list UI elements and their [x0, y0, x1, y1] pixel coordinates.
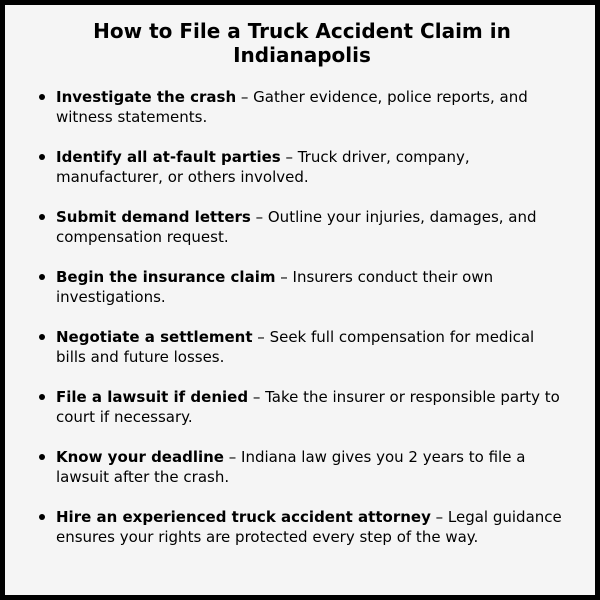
step-description: – Truck driver, company, manufacturer, o…	[56, 148, 470, 186]
step-description: – Seek full compensation for medical bil…	[56, 328, 535, 366]
step-title: Begin the insurance claim	[56, 268, 276, 286]
list-item: Know your deadline – Indiana law gives y…	[39, 447, 565, 487]
step-description: – Outline your injuries, damages, and co…	[56, 208, 537, 246]
step-description: – Take the insurer or responsible party …	[56, 388, 560, 426]
step-title: Investigate the crash	[56, 88, 237, 106]
step-title: Submit demand letters	[56, 208, 251, 226]
step-description: – Indiana law gives you 2 years to file …	[56, 448, 526, 486]
step-description: – Legal guidance ensures your rights are…	[56, 508, 562, 546]
step-title: Know your deadline	[56, 448, 224, 466]
list-item: Investigate the crash – Gather evidence,…	[39, 87, 565, 127]
page-title: How to File a Truck Accident Claim in In…	[93, 19, 511, 67]
step-title: Hire an experienced truck accident attor…	[56, 508, 431, 526]
list-item: Submit demand letters – Outline your inj…	[39, 207, 565, 247]
list-item: Negotiate a settlement – Seek full compe…	[39, 327, 565, 367]
list-item: Hire an experienced truck accident attor…	[39, 507, 565, 547]
list-item: Begin the insurance claim – Insurers con…	[39, 267, 565, 307]
step-title: Negotiate a settlement	[56, 328, 253, 346]
step-description: – Gather evidence, police reports, and w…	[56, 88, 528, 126]
list-item: Identify all at-fault parties – Truck dr…	[39, 147, 565, 187]
steps-list: Investigate the crash – Gather evidence,…	[39, 87, 565, 547]
list-item: File a lawsuit if denied – Take the insu…	[39, 387, 565, 427]
step-title: Identify all at-fault parties	[56, 148, 281, 166]
step-description: – Insurers conduct their own investigati…	[56, 268, 494, 306]
step-title: File a lawsuit if denied	[56, 388, 249, 406]
